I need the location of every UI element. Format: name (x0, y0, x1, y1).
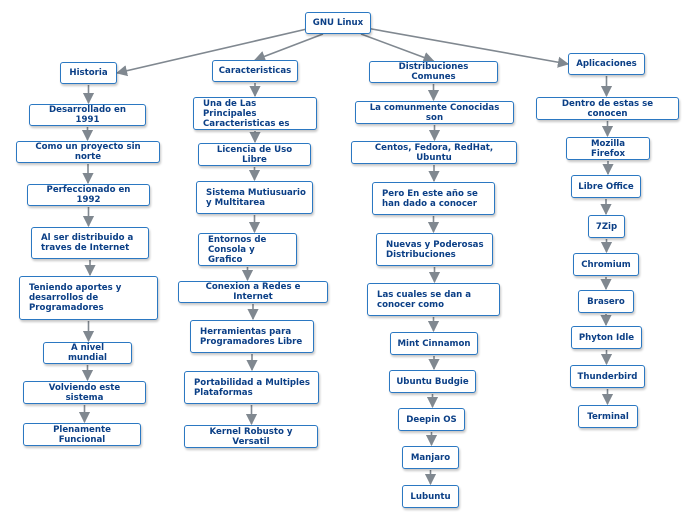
caracteristicas-item[interactable]: Sistema Mutiusuario y Multitarea (196, 181, 313, 214)
branch-historia[interactable]: Historia (60, 62, 117, 84)
historia-item[interactable]: Plenamente Funcional (23, 423, 141, 446)
historia-item[interactable]: Desarrollado en 1991 (29, 104, 146, 126)
caracteristicas-item[interactable]: Licencia de Uso Libre (198, 143, 311, 166)
distribuciones-item[interactable]: Ubuntu Budgie (389, 370, 476, 393)
historia-item[interactable]: Teniendo aportes y desarrollos de Progra… (19, 276, 158, 320)
distribuciones-item[interactable]: Manjaro (402, 446, 459, 469)
aplicaciones-item[interactable]: Brasero (578, 290, 634, 313)
aplicaciones-item[interactable]: Mozilla Firefox (566, 137, 650, 160)
distribuciones-item[interactable]: Nuevas y Poderosas Distribuciones (376, 233, 493, 266)
historia-item[interactable]: Como un proyecto sin norte (16, 141, 160, 163)
distribuciones-item[interactable]: Mint Cinnamon (390, 332, 478, 355)
distribuciones-item[interactable]: Lubuntu (402, 485, 459, 508)
aplicaciones-item[interactable]: Dentro de estas se conocen (536, 97, 679, 120)
root-to-branch-distribuciones-connector (360, 33, 435, 63)
distribuciones-item[interactable]: Centos, Fedora, RedHat, Ubuntu (351, 141, 517, 164)
distribuciones-item[interactable]: La comunmente Conocidas son (355, 101, 514, 124)
aplicaciones-item[interactable]: Chromium (573, 253, 639, 276)
caracteristicas-item[interactable]: Entornos de Consola y Grafico (198, 233, 297, 266)
branch-caracteristicas[interactable]: Caracteristicas (212, 60, 298, 82)
caracteristicas-item[interactable]: Una de Las Principales Caracteristicas e… (193, 97, 317, 130)
aplicaciones-item[interactable]: Thunderbird (570, 365, 645, 388)
historia-item[interactable]: Volviendo este sistema (23, 381, 146, 404)
caracteristicas-item[interactable]: Portabilidad a Multiples Plataformas (184, 371, 319, 404)
historia-item[interactable]: Perfeccionado en 1992 (27, 184, 150, 206)
historia-item[interactable]: A nivel mundial (43, 342, 132, 364)
root-to-branch-historia-connector (115, 27, 310, 77)
aplicaciones-item[interactable]: Terminal (578, 405, 638, 428)
root-node[interactable]: GNU Linux (305, 12, 371, 34)
root-to-branch-aplicaciones-connector (368, 27, 570, 68)
aplicaciones-item[interactable]: 7Zip (588, 215, 625, 238)
aplicaciones-item[interactable]: Libre Office (571, 175, 641, 198)
caracteristicas-item[interactable]: Kernel Robusto y Versatil (184, 425, 318, 448)
root-to-branch-caracteristicas-connector (253, 33, 324, 62)
branch-distribuciones[interactable]: Distribuciones Comunes (369, 61, 498, 83)
branch-aplicaciones[interactable]: Aplicaciones (568, 53, 645, 75)
distribuciones-item[interactable]: Pero En este año se han dado a conocer (372, 182, 495, 215)
caracteristicas-item[interactable]: Conexion a Redes e Internet (178, 281, 328, 303)
distribuciones-item[interactable]: Deepin OS (398, 408, 465, 431)
aplicaciones-item[interactable]: Phyton Idle (571, 326, 642, 349)
historia-item[interactable]: Al ser distribuido a traves de Internet (31, 227, 149, 259)
caracteristicas-item[interactable]: Herramientas para Programadores Libre (190, 320, 314, 353)
distribuciones-item[interactable]: Las cuales se dan a conocer como (367, 283, 500, 316)
